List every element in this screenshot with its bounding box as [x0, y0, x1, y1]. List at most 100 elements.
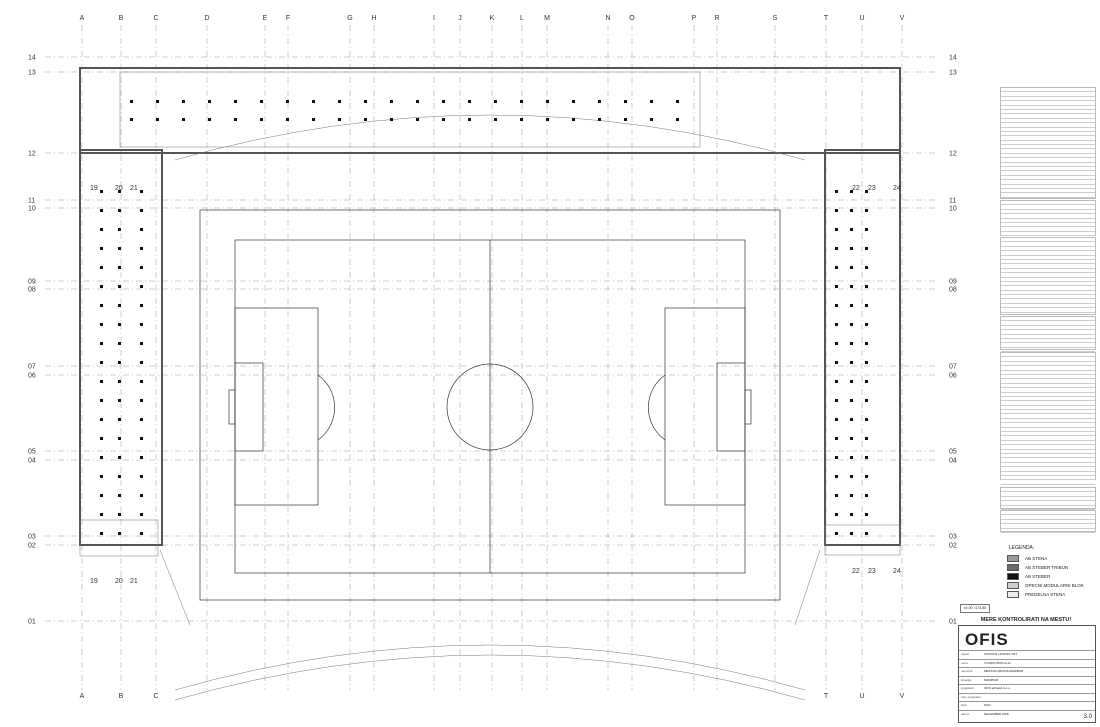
title-block-key: faza [961, 703, 967, 707]
column-mark [140, 266, 143, 269]
column-mark [850, 342, 853, 345]
schedule-row [1001, 193, 1095, 198]
schedule-row [1001, 428, 1095, 433]
column-mark [850, 513, 853, 516]
grid-label-bottom: T [824, 693, 829, 700]
grid-label-top: V [900, 15, 905, 22]
schedule-row [1001, 238, 1095, 243]
column-mark [835, 399, 838, 402]
schedule-row [1001, 379, 1095, 384]
grid-label-top: B [119, 15, 124, 22]
room-schedule-table-1 [1000, 87, 1096, 211]
room-schedule-table-7 [1000, 510, 1096, 533]
column-mark [850, 456, 853, 459]
column-mark [598, 118, 601, 121]
grid-label-right: 13 [949, 70, 957, 77]
column-mark [850, 437, 853, 440]
grid-label-left: 14 [28, 55, 36, 62]
column-mark [442, 100, 445, 103]
column-mark [390, 118, 393, 121]
schedule-row [1001, 214, 1095, 219]
seat-number: 22 [852, 568, 860, 575]
title-block-key: lokacija [961, 677, 972, 682]
column-mark [546, 100, 549, 103]
column-mark [118, 342, 121, 345]
column-mark [572, 100, 575, 103]
column-mark [520, 118, 523, 121]
column-mark [865, 190, 868, 193]
schedule-row [1001, 273, 1095, 278]
column-mark [598, 100, 601, 103]
schedule-row [1001, 185, 1095, 189]
grid-label-top: G [347, 15, 352, 22]
column-mark [835, 190, 838, 193]
column-mark [835, 209, 838, 212]
grid-label-top: D [204, 15, 209, 22]
column-mark [865, 285, 868, 288]
schedule-row [1001, 176, 1095, 181]
title-block-key: datum [961, 711, 970, 716]
schedule-row [1001, 467, 1095, 472]
schedule-row [1001, 163, 1095, 168]
schedule-row [1001, 362, 1095, 367]
column-mark [494, 100, 497, 103]
column-mark [118, 456, 121, 459]
legend-label: AB STEBER [1025, 574, 1051, 579]
grid-label-right: 12 [949, 151, 957, 158]
grid-label-top: A [80, 15, 85, 22]
column-mark [130, 118, 133, 121]
title-block-row: lokacija MARIBOR [959, 675, 1095, 684]
column-mark [100, 399, 103, 402]
schedule-row [1001, 282, 1095, 287]
column-mark [865, 361, 868, 364]
schedule-row [1001, 286, 1095, 291]
column-mark [850, 494, 853, 497]
column-mark [835, 437, 838, 440]
column-mark [118, 380, 121, 383]
schedule-row [1001, 506, 1095, 510]
grid-label-top: J [458, 15, 462, 22]
legend-item: AB STEBER TRIBUN [1007, 563, 1087, 572]
column-mark [865, 266, 868, 269]
legend-item: AB STENA [1007, 554, 1087, 563]
schedule-row [1001, 330, 1095, 335]
schedule-row [1001, 119, 1095, 124]
schedule-row [1001, 441, 1095, 446]
schedule-row [1001, 476, 1095, 481]
title-block-row: faza PGD [959, 701, 1095, 709]
schedule-row [1001, 458, 1095, 463]
schedule-row [1001, 242, 1095, 247]
legend-label: OPECNI MODULARNI BLOK [1025, 583, 1084, 588]
column-mark [835, 380, 838, 383]
title-block-row: odg. projektant [959, 692, 1095, 701]
title-block-value: MARIBOR [984, 677, 999, 682]
column-mark [338, 100, 341, 103]
column-mark [100, 304, 103, 307]
column-mark [650, 118, 653, 121]
schedule-row [1001, 357, 1095, 362]
column-mark [850, 285, 853, 288]
title-block-value: DECEMBER 2008 [984, 711, 1009, 716]
title-block-key: odg. projektant [961, 694, 981, 699]
column-mark [835, 494, 838, 497]
schedule-row [1001, 388, 1095, 393]
grid-label-top: F [286, 15, 290, 22]
schedule-row [1001, 167, 1095, 172]
schedule-row [1001, 371, 1095, 375]
column-mark [140, 304, 143, 307]
grid-label-right: 06 [949, 373, 957, 380]
grid-label-top: S [773, 15, 778, 22]
column-mark [118, 285, 121, 288]
legend-item: OPECNI MODULARNI BLOK [1007, 581, 1087, 590]
column-mark [865, 304, 868, 307]
column-mark [118, 361, 121, 364]
room-schedule-table-4 [1000, 316, 1096, 353]
schedule-row [1001, 205, 1095, 210]
schedule-row [1001, 128, 1095, 132]
schedule-row [1001, 132, 1095, 137]
title-block-value: PGD [984, 703, 991, 707]
schedule-row [1001, 114, 1095, 119]
